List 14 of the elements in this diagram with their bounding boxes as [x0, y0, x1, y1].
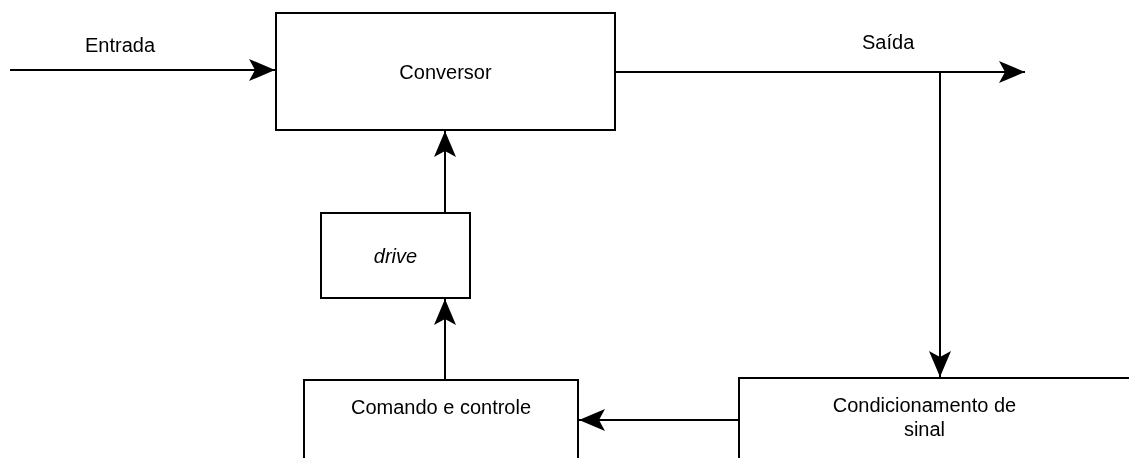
- box-label: drive: [373, 243, 418, 268]
- box-label: Conversor: [399, 59, 492, 84]
- arrow: [434, 130, 456, 213]
- process-box: [738, 377, 1129, 458]
- process-box: [275, 12, 616, 131]
- box-label: Comando e controle: [350, 395, 532, 419]
- arrow: [578, 409, 739, 431]
- edge-label: Saída: [862, 30, 915, 54]
- process-box: [303, 379, 579, 458]
- arrow: [9, 59, 276, 81]
- process-box: [320, 212, 471, 299]
- box-label: Condicionamento de sinal: [831, 393, 1018, 441]
- edge-label: Entrada: [85, 33, 156, 57]
- arrow: [434, 298, 456, 380]
